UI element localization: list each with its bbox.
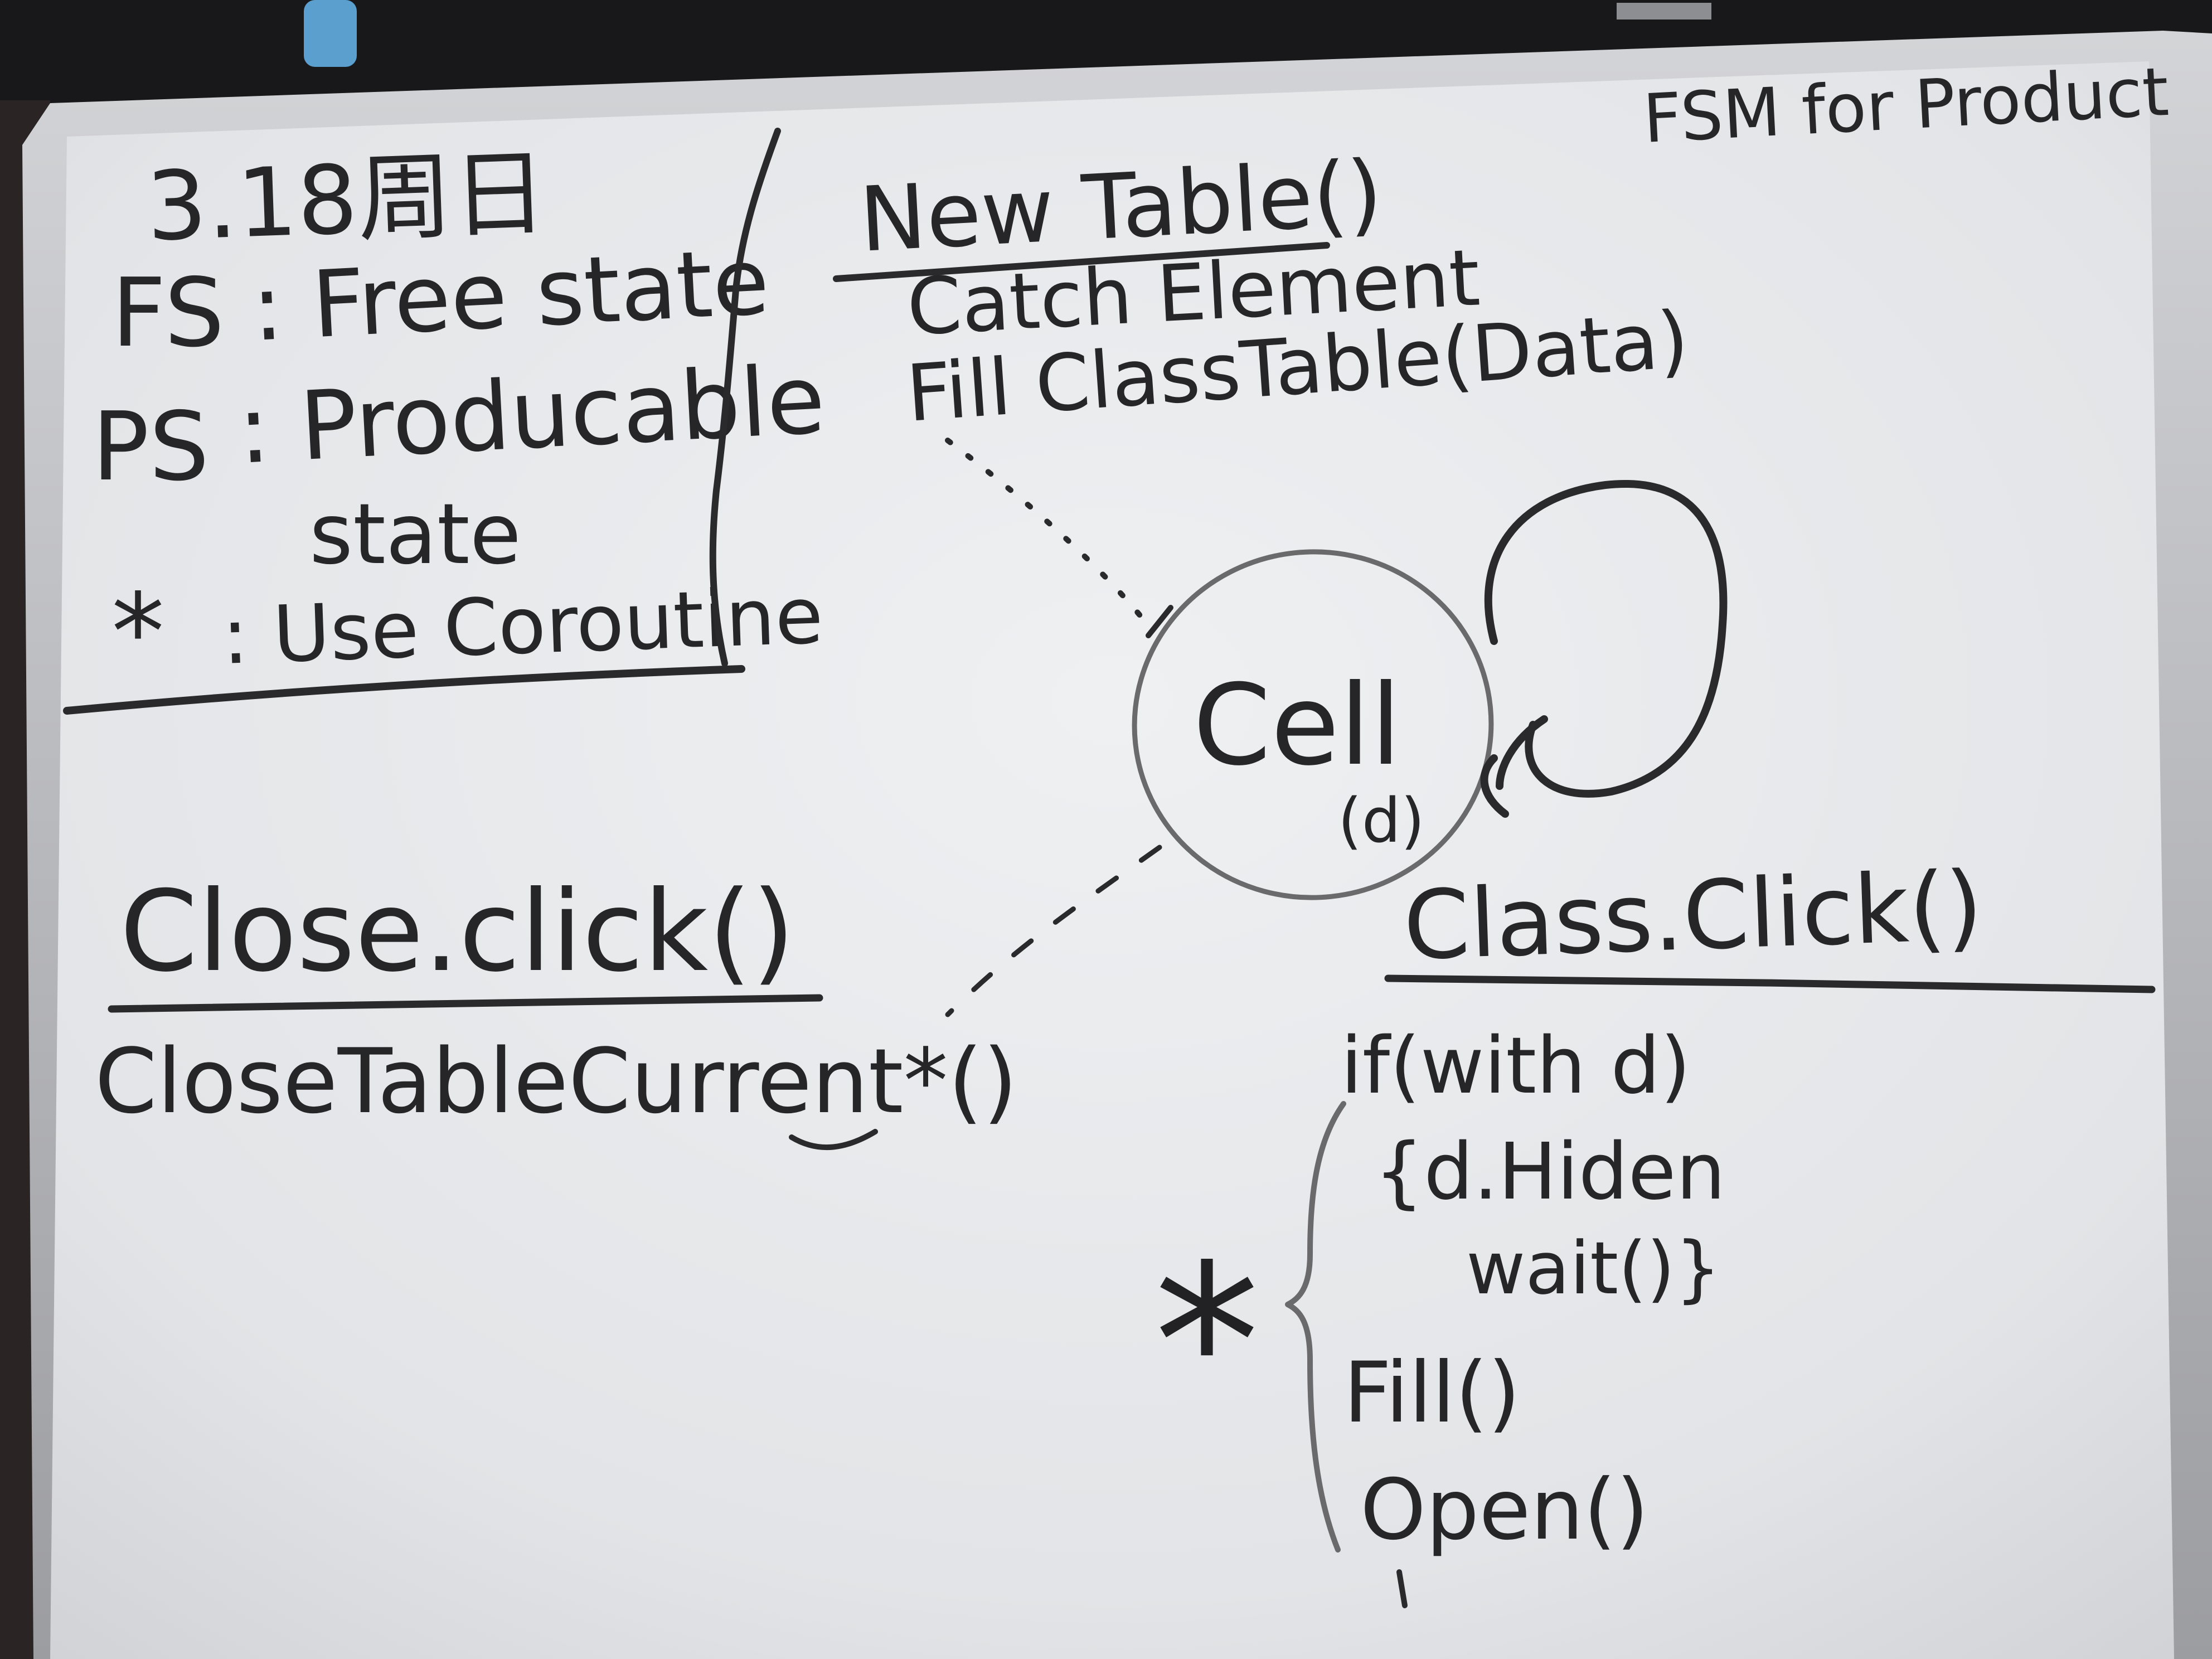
cell-state-node: Cell (d) (945, 480, 1728, 1017)
class-click-line1: if(with d) (1341, 1021, 1691, 1112)
cell-state-circle (1132, 549, 1494, 900)
new-table-arrow-tick (1146, 605, 1173, 638)
new-table-underline (833, 242, 1330, 282)
close-click-block: Close.click() CloseTableCurrent*() (95, 867, 1017, 1151)
board-hanger (1617, 3, 1711, 20)
new-table-block: New Table() Catch Element Fill ClassTabl… (833, 140, 1691, 638)
close-click-title: Close.click() (120, 867, 795, 997)
cell-state-label: Cell (1193, 661, 1401, 790)
class-click-title: Class.Click() (1402, 851, 1985, 982)
legend-divider (709, 128, 781, 667)
legend-star-key: * (111, 571, 164, 694)
class-click-line2: {d.Hiden (1374, 1127, 1725, 1217)
new-table-to-cell-dotted-line (945, 438, 1146, 622)
close-click-line1: CloseTableCurrent*() (95, 1029, 1017, 1133)
open-tick-mark (1396, 1569, 1408, 1608)
board-clip (304, 0, 357, 67)
cell-state-sub: (d) (1338, 785, 1425, 856)
class-click-brace (1285, 1101, 1346, 1553)
class-click-line3: wait()} (1466, 1226, 1721, 1311)
legend-underline (63, 665, 745, 715)
legend-ps-value-cont: state (309, 486, 521, 583)
class-click-underline (1384, 974, 2156, 993)
class-click-line4: Fill() (1343, 1345, 1520, 1442)
cell-to-close-dashed-line (945, 845, 1162, 1017)
legend-fs-key: FS (111, 258, 225, 368)
self-loop-arrowhead (1480, 715, 1548, 818)
legend-date: 3.18周日 (145, 138, 549, 263)
class-click-star: * (1154, 1219, 1260, 1466)
whiteboard-surface (50, 61, 2174, 1659)
class-click-block: Class.Click() if(with d) {d.Hiden wait()… (1154, 851, 2156, 1608)
class-click-line5: Open() (1360, 1462, 1649, 1559)
close-click-tick (789, 1129, 878, 1151)
close-click-underline (108, 994, 823, 1013)
legend-ps-key: PS (92, 392, 209, 502)
cell-self-loop-arrow (1484, 480, 1728, 798)
